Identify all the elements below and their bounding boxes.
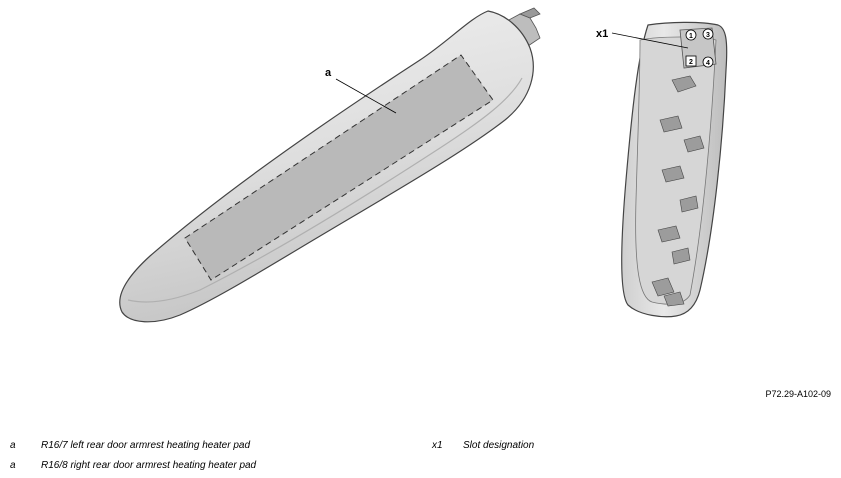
pin-3-marker [702, 28, 714, 40]
connector-pins: 1 3 2 4 [685, 28, 714, 68]
legend-text: R16/7 left rear door armrest heating hea… [41, 440, 251, 451]
pin-1-marker [685, 29, 697, 41]
callout-label-x1: x1 [596, 28, 608, 40]
legend-item: a R16/7 left rear door armrest heating h… [10, 436, 256, 456]
legend-right: x1 Slot designation [432, 436, 534, 456]
legend-item: a R16/8 right rear door armrest heating … [10, 456, 256, 476]
callout-leader-a [335, 78, 397, 114]
pin-1-label: 1 [689, 33, 693, 40]
pin-3-label: 3 [706, 32, 710, 39]
pin-2-marker [685, 55, 697, 67]
legend-text: Slot designation [463, 440, 535, 451]
armrest-side-view: 1 3 2 4 x1 [596, 21, 728, 318]
legend-key: x1 [432, 440, 443, 451]
pin-2-label: 2 [689, 59, 693, 66]
legend-key: a [10, 440, 16, 451]
pin-4-label: 4 [706, 60, 710, 67]
callout-leader-x1 [611, 32, 689, 49]
mounting-ribs [651, 75, 705, 307]
legend-item: x1 Slot designation [432, 436, 534, 456]
callout-label-a: a [325, 67, 332, 79]
pin-4-marker [702, 56, 714, 68]
legend-text: R16/8 right rear door armrest heating he… [41, 460, 257, 471]
legend-left: a R16/7 left rear door armrest heating h… [10, 436, 256, 476]
legend-key: a [10, 460, 16, 471]
heater-pad [184, 54, 494, 281]
figure-id: P72.29-A102-09 [765, 389, 831, 399]
armrest-top-view: a [119, 7, 541, 323]
